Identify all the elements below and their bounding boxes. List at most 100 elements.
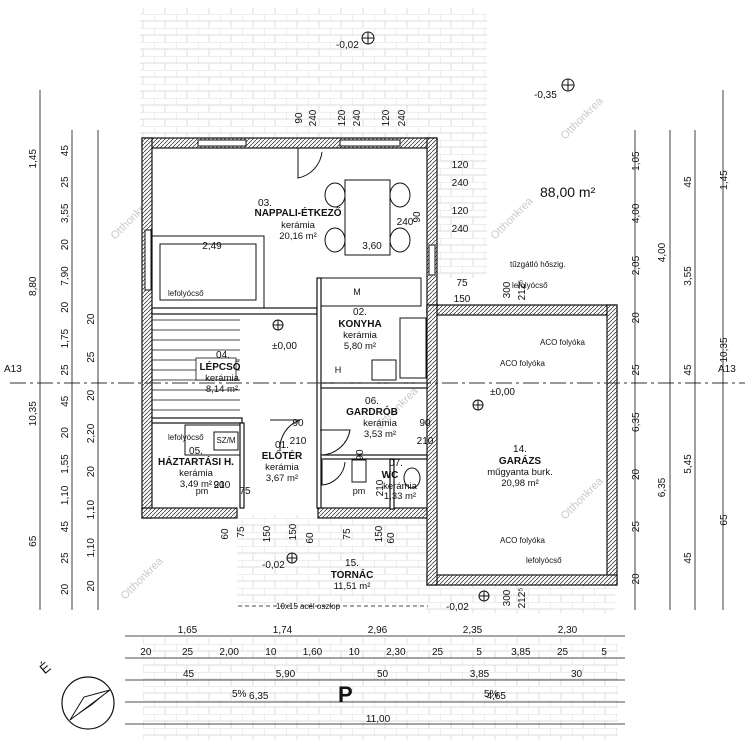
dim-left-mid-value: 45 [60, 145, 71, 157]
dim-left-mid-value: 7,90 [60, 266, 71, 286]
dim-right-inner-value: 1,05 [631, 151, 642, 171]
dim-bottom-row3-value: 3,85 [470, 669, 490, 680]
svg-text:É: É [36, 659, 53, 677]
room-04: 04. LÉPCSŐ kerámia 8,14 m² [199, 350, 240, 395]
room-03: 03. NAPPALI-ÉTKEZŐ kerámia 20,16 m² [254, 198, 341, 242]
svg-text:06.: 06. [365, 396, 379, 407]
dim-right-inner-value: 25 [631, 521, 642, 533]
svg-text:KONYHA: KONYHA [338, 319, 381, 330]
svg-text:-0,35: -0,35 [534, 90, 557, 101]
exterior-walls [141, 137, 618, 586]
svg-text:±0,00: ±0,00 [272, 341, 297, 352]
svg-text:05.: 05. [189, 446, 203, 457]
room-05: 05. HÁZTARTÁSI H. kerámia 3,49 m² [158, 446, 234, 490]
opening-dimension: 90 [292, 418, 304, 429]
opening-dimension: 150 [288, 523, 299, 540]
dim-left-mid-value: 20 [60, 427, 71, 439]
dim-left-outer-value: 10,35 [28, 401, 39, 426]
svg-text:±0,00: ±0,00 [490, 387, 515, 398]
opening-dimension: 120 [337, 109, 348, 126]
dim-bottom-row2-value: 3,85 [511, 647, 531, 658]
dim-right-outer-value: 65 [719, 514, 730, 526]
dim-bottom-row2-value: 25 [432, 647, 444, 658]
opening-dimension: 75 [239, 486, 251, 497]
dim-left-mid-value: 1,10 [60, 485, 71, 505]
svg-text:03.: 03. [258, 198, 272, 209]
dim-bottom-row3-value: 45 [183, 669, 195, 680]
dim-right-inner-value: 2,05 [631, 255, 642, 275]
svg-text:14.: 14. [513, 444, 527, 455]
svg-text:02.: 02. [353, 307, 367, 318]
opening-dimension: 212⁵ [517, 280, 528, 301]
svg-text:5%: 5% [484, 689, 499, 700]
svg-text:ACO folyóka: ACO folyóka [500, 359, 545, 368]
dim-left-mid-value: 1,55 [60, 454, 71, 474]
dim-bottom-row3-value: 50 [377, 669, 389, 680]
opening-dimension: 150 [374, 525, 385, 542]
dims-right-far: 4,006,35 [657, 242, 668, 497]
dim-right-mid-value: 45 [683, 176, 694, 188]
svg-text:Otthonkrea: Otthonkrea [489, 195, 537, 243]
svg-text:pm: pm [196, 486, 209, 496]
svg-text:15.: 15. [345, 558, 359, 569]
opening-dimension: 60 [305, 532, 316, 544]
opening-dimension: 240 [397, 109, 408, 126]
dim-left-inner-value: 2,20 [86, 423, 97, 443]
opening-dimension: 60 [220, 528, 231, 540]
svg-text:NAPPALI-ÉTKEZŐ: NAPPALI-ÉTKEZŐ [254, 206, 341, 219]
svg-text:lefolyócső: lefolyócső [512, 281, 548, 290]
dim-right-inner-value: 20 [631, 468, 642, 480]
dim-left-mid-value: 3,55 [60, 203, 71, 223]
opening-dimension: 210 [214, 480, 231, 491]
dim-bottom-row4-value: 6,35 [249, 691, 269, 702]
dim-bottom-row2-value: 2,00 [219, 647, 239, 658]
svg-text:P: P [338, 682, 353, 707]
dim-bottom-row2-value: 25 [182, 647, 194, 658]
svg-text:tűzgátló hőszig.: tűzgátló hőszig. [510, 260, 566, 269]
dim-left-inner-value: 20 [86, 389, 97, 401]
dim-bottom-row2-value: 5 [476, 647, 482, 658]
opening-dimension: 90 [294, 112, 305, 124]
svg-text:Otthonkrea: Otthonkrea [559, 95, 607, 143]
svg-text:GARÁZS: GARÁZS [499, 454, 542, 467]
dim-bottom-row1-value: 2,96 [368, 625, 388, 636]
svg-text:H: H [335, 365, 342, 375]
dim-right-inner-value: 20 [631, 312, 642, 324]
svg-text:5%: 5% [232, 689, 247, 700]
svg-text:kerámia: kerámia [363, 418, 398, 429]
svg-text:3,53 m²: 3,53 m² [364, 429, 396, 440]
dim-left-mid-value: 45 [60, 521, 71, 533]
svg-text:LÉPCSŐ: LÉPCSŐ [199, 360, 240, 373]
svg-text:lefolyócső: lefolyócső [168, 433, 204, 442]
kitchen-counter [320, 277, 422, 307]
staircase [152, 319, 240, 411]
paving-areas [140, 8, 618, 740]
room-02: 02. KONYHA kerámia 5,80 m² [338, 307, 381, 352]
opening-dimension: 90 [412, 211, 423, 223]
dim-left-inner-value: 1,10 [86, 500, 97, 520]
opening-dimension: 3,60 [362, 241, 382, 252]
dim-right-mid-value: 45 [683, 552, 694, 564]
opening-dimension: 120 [452, 206, 469, 217]
dim-left-mid-value: 1,75 [60, 328, 71, 348]
opening-dimension: 75 [236, 526, 247, 538]
dimension-lines [39, 90, 724, 725]
opening-dimension: 120 [381, 109, 392, 126]
dim-bottom-row3-value: 30 [571, 669, 583, 680]
opening-dimension: 210 [417, 436, 434, 447]
svg-text:WC: WC [382, 470, 399, 481]
dim-bottom-row2-value: 25 [557, 647, 569, 658]
dim-left-mid-value: 20 [60, 301, 71, 313]
dim-bottom-row2-value: 10 [349, 647, 361, 658]
svg-text:3,49 m²: 3,49 m² [180, 479, 212, 490]
dim-right-mid-value: 3,55 [683, 266, 694, 286]
svg-text:kerámia: kerámia [383, 481, 418, 492]
dim-bottom-row3-value: 5,90 [276, 669, 296, 680]
dim-left-mid-value: 20 [60, 239, 71, 251]
